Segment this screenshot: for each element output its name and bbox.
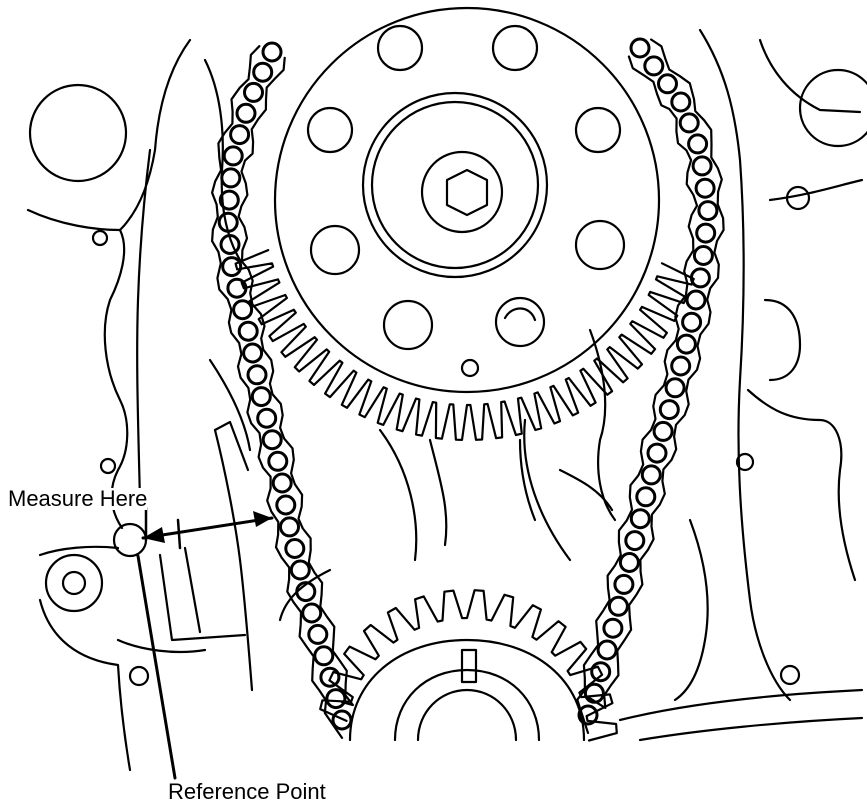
chain-roller xyxy=(685,289,707,311)
chain-roller xyxy=(226,277,248,299)
chain-roller xyxy=(219,234,241,255)
chain-roller xyxy=(643,55,665,77)
chain-side-plates xyxy=(576,38,725,734)
chain-roller xyxy=(624,530,646,552)
reference-leader-line xyxy=(136,554,177,780)
chain-roller xyxy=(607,595,629,617)
chain-roller xyxy=(325,688,347,710)
chain-roller xyxy=(694,177,716,199)
chain-roller xyxy=(640,464,662,486)
timing-chain xyxy=(211,37,725,739)
chain-roller xyxy=(646,442,668,464)
chain-roller xyxy=(275,494,297,516)
chain-roller xyxy=(250,386,272,408)
chain-roller xyxy=(235,102,257,124)
chain-roller xyxy=(602,617,624,639)
measurement-arrow xyxy=(141,506,274,550)
crankshaft-sprocket xyxy=(319,589,618,742)
reference-point-label: Reference Point xyxy=(168,779,326,804)
chain-roller xyxy=(331,709,353,731)
chain-roller xyxy=(657,73,678,95)
chain-roller xyxy=(220,167,242,189)
chain-roller xyxy=(670,355,692,377)
chain-roller xyxy=(243,81,264,103)
chain-roller xyxy=(613,573,635,595)
chain-roller xyxy=(596,639,618,661)
measure-here-label: Measure Here xyxy=(8,486,148,511)
chain-roller xyxy=(697,200,719,222)
chain-roller xyxy=(664,377,686,399)
chain-roller xyxy=(229,124,251,146)
chain-roller xyxy=(242,342,264,364)
chain-roller xyxy=(629,37,651,59)
chain-roller xyxy=(692,245,714,266)
chain-roller xyxy=(658,399,680,421)
chain-roller xyxy=(218,189,240,211)
chain-roller xyxy=(252,61,274,83)
chain-roller xyxy=(307,623,329,645)
chain-roller xyxy=(237,320,259,342)
chain-roller xyxy=(577,704,599,726)
chain-roller xyxy=(670,91,692,113)
chain-roller xyxy=(267,450,289,472)
chain-roller xyxy=(217,211,239,233)
chain-roller xyxy=(295,581,317,603)
chain-roller xyxy=(675,333,697,355)
chain-roller xyxy=(618,552,640,573)
chain-roller xyxy=(232,299,254,321)
chain-roller xyxy=(221,256,243,278)
chain-roller xyxy=(256,407,278,429)
chain-roller xyxy=(691,155,713,177)
chain-roller xyxy=(687,133,709,155)
timing-chain-left-run xyxy=(211,41,354,739)
chain-roller xyxy=(635,486,657,508)
chain-roller xyxy=(629,508,651,530)
chain-roller xyxy=(319,666,341,688)
camshaft-sprocket xyxy=(234,6,695,441)
chain-roller xyxy=(246,364,268,386)
chain-roller xyxy=(313,645,335,667)
chain-side-plates xyxy=(211,45,354,739)
chain-roller xyxy=(681,311,703,333)
chain-roller xyxy=(652,420,674,442)
chain-roller xyxy=(279,516,300,538)
timing-chain-right-run xyxy=(576,37,725,734)
chain-roller xyxy=(590,661,612,683)
chain-roller xyxy=(301,602,323,624)
chain-roller xyxy=(583,682,605,704)
chain-roller xyxy=(271,472,293,494)
chain-roller xyxy=(289,559,311,581)
chain-roller xyxy=(284,538,306,559)
chain-roller xyxy=(678,112,700,134)
chain-roller xyxy=(689,267,711,289)
chain-roller xyxy=(261,429,283,451)
chain-roller xyxy=(261,41,283,63)
chain-roller xyxy=(695,222,717,244)
engine-block-outline xyxy=(26,28,864,772)
chain-roller xyxy=(222,145,244,167)
bolt-holes xyxy=(28,68,867,687)
